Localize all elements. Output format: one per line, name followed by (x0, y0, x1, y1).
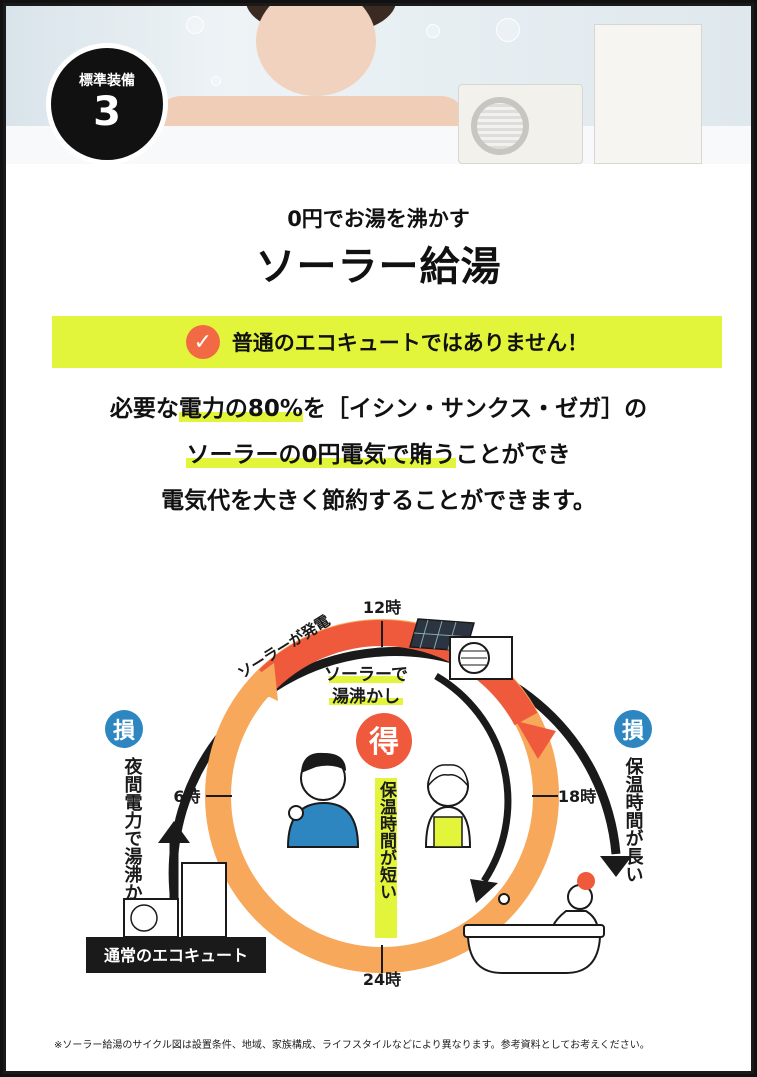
hot-water-tank-image (594, 24, 702, 164)
solar-generation-arrowhead (516, 721, 556, 759)
banner-text: 普通のエコキュートではありません！ (231, 331, 589, 355)
normal-ecocute-label-box (86, 937, 266, 973)
heat-pump-unit-image (458, 84, 583, 164)
gain-badge (356, 713, 412, 769)
woman-icon (424, 764, 472, 848)
desc-text: を［イシン・サンクス・ゼガ］の (302, 396, 648, 422)
heat-pump-icon (449, 636, 513, 680)
long-keep-warm-label: 保温時間が長い (623, 756, 645, 883)
badge-number: 3 (93, 89, 121, 135)
loss-badge-right (614, 710, 652, 748)
check-icon: ✓ (185, 325, 220, 359)
hour-label-24: 24時 (363, 970, 401, 989)
bathtub-icon (463, 872, 605, 974)
hour-label-6: 6時 (173, 787, 200, 806)
normal-cycle-arrowhead (600, 856, 632, 877)
desc-highlight: 電力の80% (178, 396, 303, 422)
loss-badge-left (105, 710, 143, 748)
normal-ecocute-label: 通常のエコキュート (104, 946, 248, 965)
gain-mark: 得 (368, 725, 399, 760)
badge-label: 標準装備 (79, 73, 135, 89)
description-line-2: ソーラーの0円電気で賄うことができ (6, 435, 751, 469)
standard-equipment-badge: 標準装備 3 (46, 43, 168, 165)
desc-text: 必要な (109, 396, 179, 422)
loss-mark-right: 損 (622, 719, 645, 744)
desc-highlight: ソーラーの0円電気で賄う (186, 442, 456, 468)
hour-label-12: 12時 (363, 598, 401, 617)
cycle-diagram: 12時 18時 24時 6時 ソーラーが発電 ソーラーで 湯沸かし 得 (86, 598, 652, 989)
solar-heating-label-2: 湯沸かし (332, 686, 400, 707)
man-icon (286, 752, 360, 848)
hour-label-18: 18時 (558, 787, 596, 806)
loss-mark-left: 損 (113, 719, 136, 744)
desc-text: ことができ (455, 442, 571, 468)
page-title: ソーラー給湯 (255, 244, 502, 290)
footnote: ※ソーラー給湯のサイクル図は設置条件、地域、家族構成、ライフスタイルなどにより異… (54, 1040, 650, 1051)
solar-cycle-arrowhead (244, 663, 278, 701)
page-subtitle: 0円でお湯を沸かす (287, 207, 470, 231)
description-line-3: 電気代を大きく節約することができます。 (161, 488, 596, 514)
short-keep-warm-label: 保温時間が短い (376, 780, 398, 900)
page: 標準装備 3 0円でお湯を沸かす ソーラー給湯 ✓ 普通のエコキュートではありま… (3, 3, 754, 1074)
highlight-banner: ✓ 普通のエコキュートではありません！ (52, 316, 722, 368)
solar-heating-label-1: ソーラーで (324, 665, 408, 685)
description-line-1: 必要な電力の80%を［イシン・サンクス・ゼガ］の (6, 389, 751, 423)
night-heating-arrowhead (158, 821, 190, 843)
solar-heating-arc (434, 672, 512, 883)
solar-generation-arc (258, 620, 538, 726)
normal-cycle-arc (168, 647, 621, 894)
night-power-label: 夜間電力で湯沸かし (122, 756, 144, 919)
